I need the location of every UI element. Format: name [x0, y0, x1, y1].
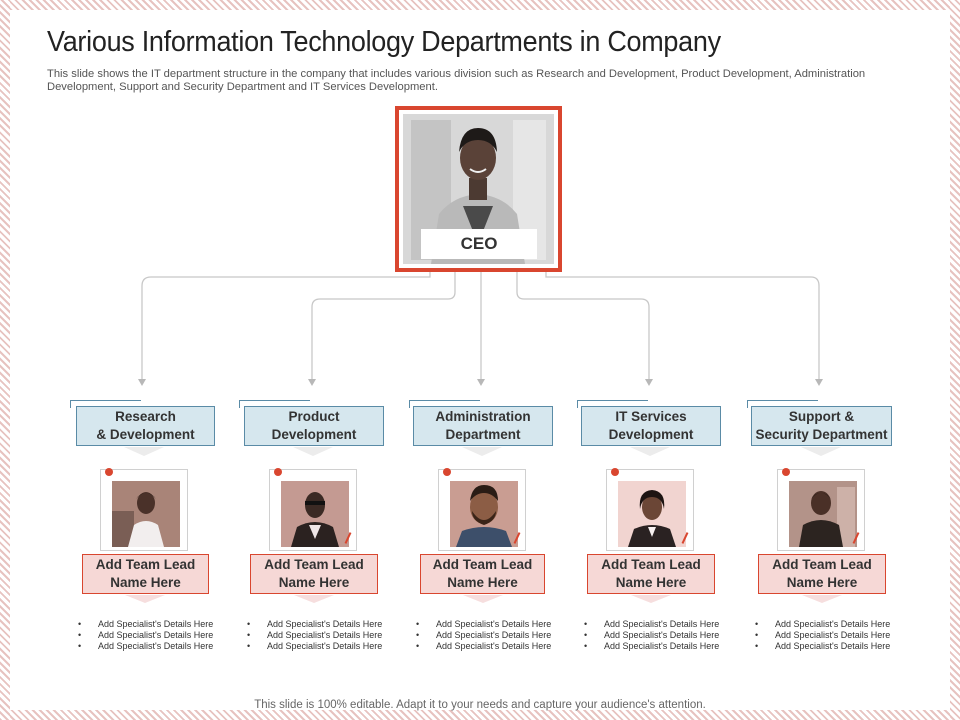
team-lead-photo-card	[606, 468, 694, 551]
specialist-detail: Add Specialist's Details Here	[416, 641, 551, 652]
team-lead-photo	[281, 481, 349, 547]
team-lead-line: Name Here	[447, 575, 518, 590]
dept-name-line: Support &	[788, 409, 855, 424]
specialist-detail: Add Specialist's Details Here	[78, 619, 213, 630]
specialist-details-list: Add Specialist's Details Here Add Specia…	[416, 619, 551, 652]
team-lead-photo	[789, 481, 857, 547]
team-lead-photo	[112, 481, 180, 547]
accent-dot	[611, 468, 619, 476]
dept-chevron	[293, 447, 333, 456]
team-lead-photo-card	[438, 468, 526, 551]
specialist-detail: Add Specialist's Details Here	[416, 630, 551, 641]
dept-tab-accent	[409, 400, 480, 408]
specialist-detail: Add Specialist's Details Here	[584, 619, 719, 630]
dept-name-line: Department	[445, 427, 521, 442]
team-lead-photo	[450, 481, 518, 547]
team-lead-line: Add Team Lead	[95, 557, 196, 572]
specialist-detail: Add Specialist's Details Here	[755, 619, 890, 630]
specialist-detail: Add Specialist's Details Here	[247, 641, 382, 652]
dept-name-line: IT Services	[615, 409, 687, 424]
specialist-detail: Add Specialist's Details Here	[78, 630, 213, 641]
specialist-details-list: Add Specialist's Details Here Add Specia…	[755, 619, 890, 652]
lead-chevron	[463, 595, 503, 603]
team-lead-line: Add Team Lead	[601, 557, 701, 572]
team-lead-photo-card	[269, 468, 357, 551]
team-lead-line: Name Here	[278, 575, 350, 590]
team-lead-line: Add Team Lead	[772, 557, 872, 572]
dept-name-line: Product	[288, 409, 340, 424]
specialist-detail: Add Specialist's Details Here	[584, 630, 719, 641]
dept-name-line: Development	[271, 427, 357, 442]
lead-chevron	[802, 595, 842, 603]
team-lead-line: Add Team Lead	[264, 557, 364, 572]
dept-tab-accent	[239, 400, 310, 408]
dept-name-line: Security Department	[755, 427, 888, 442]
accent-dot	[782, 468, 790, 476]
team-lead-photo-card	[100, 468, 188, 551]
dept-tab-accent	[747, 400, 818, 408]
specialist-detail: Add Specialist's Details Here	[247, 630, 382, 641]
dept-name-line: Research	[115, 409, 176, 424]
lead-chevron	[294, 595, 334, 603]
specialist-details-list: Add Specialist's Details Here Add Specia…	[584, 619, 719, 652]
accent-dot	[105, 468, 113, 476]
accent-dot	[274, 468, 282, 476]
dept-name-line: Administration	[435, 409, 531, 424]
team-lead-line: Name Here	[110, 575, 181, 590]
dept-chevron	[124, 447, 164, 456]
connector-it-services	[516, 272, 650, 380]
dept-name-line: & Development	[96, 427, 195, 442]
lead-chevron	[125, 595, 165, 603]
dept-chevron	[630, 447, 670, 456]
specialist-details-list: Add Specialist's Details Here Add Specia…	[247, 619, 382, 652]
team-lead-line: Add Team Lead	[432, 557, 533, 572]
specialist-detail: Add Specialist's Details Here	[755, 630, 890, 641]
team-lead-photo-card	[777, 468, 865, 551]
ceo-label: CEO	[421, 229, 537, 259]
specialist-detail: Add Specialist's Details Here	[416, 619, 551, 630]
dept-tab-accent	[70, 400, 141, 408]
dept-name-line: Development	[608, 427, 694, 442]
dept-chevron	[801, 447, 841, 456]
specialist-detail: Add Specialist's Details Here	[78, 641, 213, 652]
page-subtitle: This slide shows the IT department struc…	[47, 68, 866, 93]
lead-chevron	[631, 595, 671, 603]
page-title: Various Information Technology Departmen…	[47, 26, 721, 58]
specialist-detail: Add Specialist's Details Here	[247, 619, 382, 630]
connector-research	[141, 272, 431, 380]
specialist-details-list: Add Specialist's Details Here Add Specia…	[78, 619, 213, 652]
footer-note: This slide is 100% editable. Adapt it to…	[254, 699, 706, 711]
specialist-detail: Add Specialist's Details Here	[584, 641, 719, 652]
dept-support-security: Support & Security Department	[751, 406, 892, 446]
team-lead-line: Name Here	[786, 575, 858, 590]
team-lead-line: Name Here	[615, 575, 687, 590]
specialist-detail: Add Specialist's Details Here	[755, 641, 890, 652]
accent-dot	[443, 468, 451, 476]
dept-tab-accent	[577, 400, 648, 408]
connector-support	[545, 272, 820, 380]
dept-research: Research & Development	[76, 406, 215, 446]
connector-product	[311, 272, 456, 380]
team-lead-photo	[618, 481, 686, 547]
dept-chevron	[462, 447, 502, 456]
